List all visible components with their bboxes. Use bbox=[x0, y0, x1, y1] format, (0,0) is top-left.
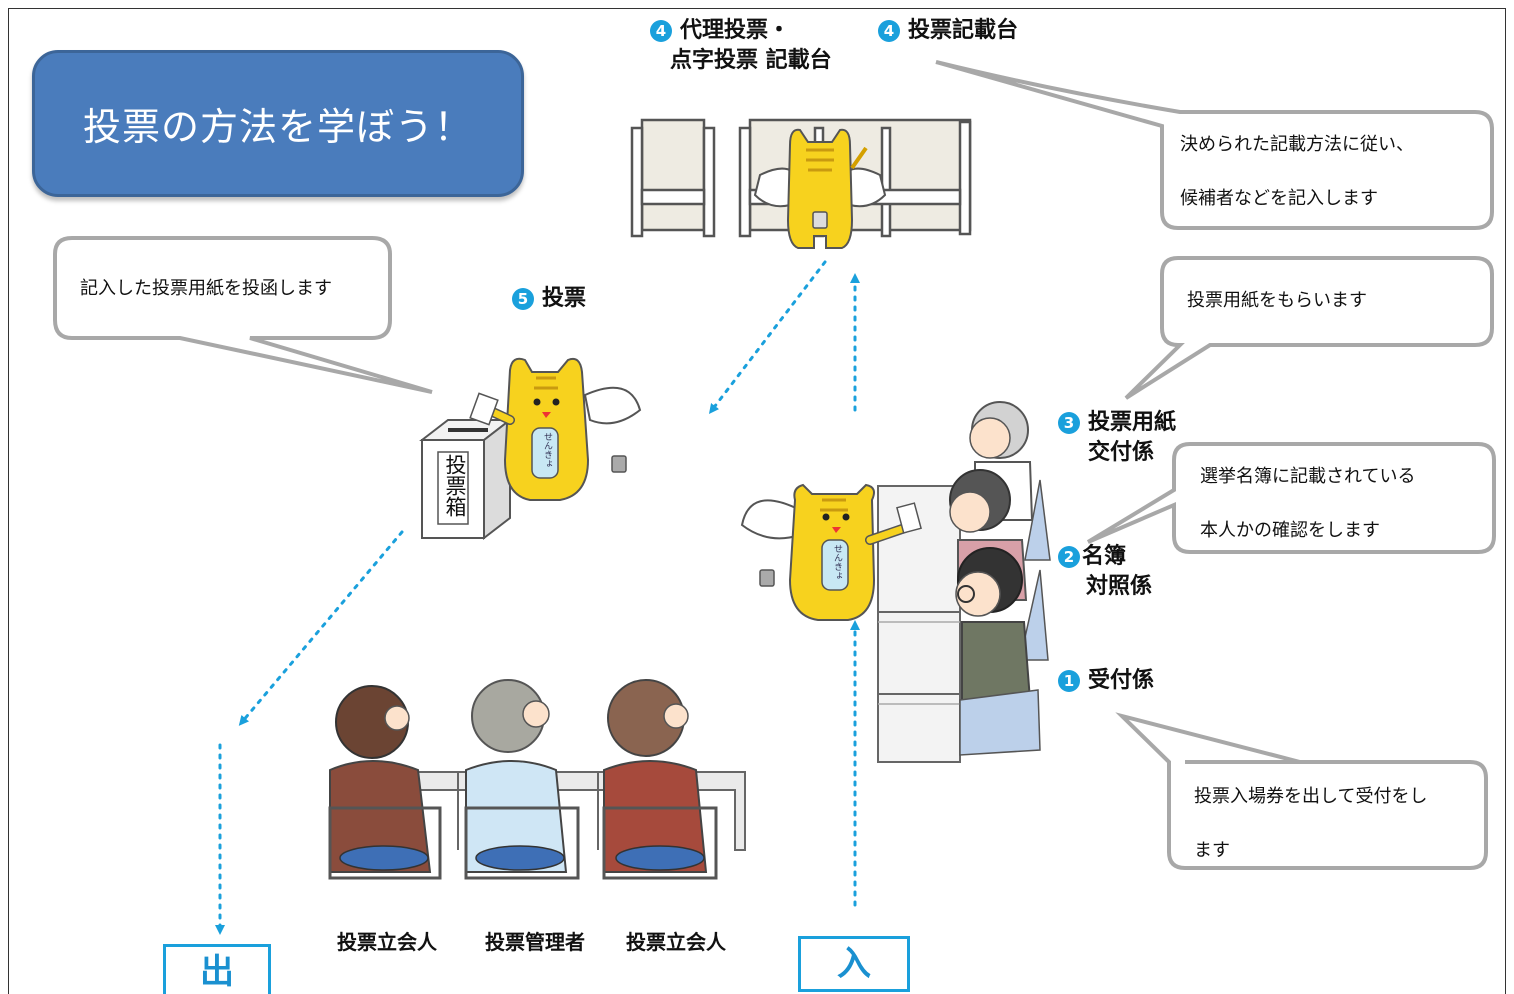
callout-verify bbox=[1086, 442, 1496, 554]
callout-verify-text: 選挙名簿に記載されている 本人かの確認をします bbox=[1200, 450, 1415, 558]
mascot-badge-voting: せんきょ bbox=[542, 432, 552, 468]
step-4a-line2: 点字投票 記載台 bbox=[670, 48, 832, 73]
step-3-ballot-issuer: 3 投票用紙 交付係 bbox=[1058, 408, 1176, 468]
ballot-box bbox=[419, 417, 513, 541]
callout-writing-line2: 候補者などを記入します bbox=[1180, 188, 1378, 209]
callout-ballot-box-line: 記入した投票用紙を投函します bbox=[80, 278, 332, 299]
step-5-vote: 5 投票 bbox=[512, 284, 586, 314]
arrow-booth-to-box bbox=[708, 260, 827, 414]
step-2-line1: 名簿 bbox=[1082, 544, 1127, 569]
callout-receive-line: 投票用紙をもらいます bbox=[1187, 290, 1367, 311]
step-1-label: 受付係 bbox=[1088, 668, 1155, 693]
callout-receive bbox=[1124, 256, 1494, 400]
mascot-badge-reception: せんきょ bbox=[832, 544, 842, 580]
step-1-number-badge: 1 bbox=[1058, 670, 1080, 692]
role-manager: 投票管理者 bbox=[485, 930, 585, 954]
exit-sign: 出口 bbox=[163, 944, 271, 994]
step-4-accessible-booth: 4 代理投票・ 点字投票 記載台 bbox=[650, 16, 832, 76]
callout-writing-text: 決められた記載方法に従い、 候補者などを記入します bbox=[1180, 118, 1414, 226]
callout-verify-line1: 選挙名簿に記載されている bbox=[1200, 466, 1416, 487]
step-4-number-badge: 4 bbox=[878, 20, 900, 42]
callout-verify-line2: 本人かの確認をします bbox=[1200, 520, 1380, 541]
role-witness-right: 投票立会人 bbox=[626, 930, 726, 954]
flow-arrows bbox=[215, 260, 860, 935]
ballot-box-label-text: 投票箱 bbox=[443, 454, 467, 517]
callout-ballot-box bbox=[53, 236, 433, 394]
step-4-number-badge: 4 bbox=[650, 20, 672, 42]
callout-reception-text: 投票入場券を出して受付をし ます bbox=[1194, 770, 1427, 878]
mascot-reception bbox=[740, 483, 922, 621]
entrance-sign: 入口 bbox=[798, 936, 910, 992]
callout-writing bbox=[935, 60, 1494, 230]
witness-area bbox=[328, 679, 746, 880]
mascot-voting bbox=[469, 357, 642, 501]
arrow-box-to-exit bbox=[238, 530, 404, 726]
step-2-number-badge: 2 bbox=[1058, 546, 1080, 568]
step-3-line1: 投票用紙 bbox=[1088, 410, 1177, 435]
mascot-writing bbox=[753, 128, 887, 249]
callout-reception bbox=[1115, 712, 1488, 870]
step-5-number-badge: 5 bbox=[512, 288, 534, 310]
role-witness-left: 投票立会人 bbox=[337, 930, 437, 954]
person-manager bbox=[464, 679, 580, 880]
step-3-number-badge: 3 bbox=[1058, 412, 1080, 434]
step-4b-label: 投票記載台 bbox=[908, 18, 1019, 43]
booth-accessible bbox=[630, 118, 716, 238]
ballot-box-label: 投票箱 bbox=[440, 454, 467, 517]
step-3-line2: 交付係 bbox=[1088, 440, 1155, 465]
person-witness-right bbox=[602, 679, 718, 880]
callout-ballot-box-text: 記入した投票用紙を投函します bbox=[80, 262, 332, 316]
callout-reception-line2: ます bbox=[1194, 840, 1230, 861]
outer-frame bbox=[8, 8, 1506, 994]
step-4a-line1: 代理投票・ bbox=[680, 18, 791, 43]
person-witness-left bbox=[328, 685, 442, 880]
step-2-line2: 対照係 bbox=[1086, 574, 1153, 599]
step-1-reception: 1 受付係 bbox=[1058, 666, 1154, 696]
step-4-writing-booth: 4 投票記載台 bbox=[878, 16, 1018, 46]
page-title: 投票の方法を学ぼう！ bbox=[82, 105, 473, 149]
callout-writing-line1: 決められた記載方法に従い、 bbox=[1180, 134, 1414, 155]
callout-reception-line1: 投票入場券を出して受付をし bbox=[1194, 786, 1428, 807]
step-5-label: 投票 bbox=[542, 286, 587, 311]
callout-receive-text: 投票用紙をもらいます bbox=[1187, 274, 1367, 328]
title-banner: 投票の方法を学ぼう！ bbox=[32, 50, 524, 197]
step-2-roll-checker: 2 名簿 対照係 bbox=[1058, 542, 1152, 602]
clerk-receptionist bbox=[955, 547, 1049, 756]
